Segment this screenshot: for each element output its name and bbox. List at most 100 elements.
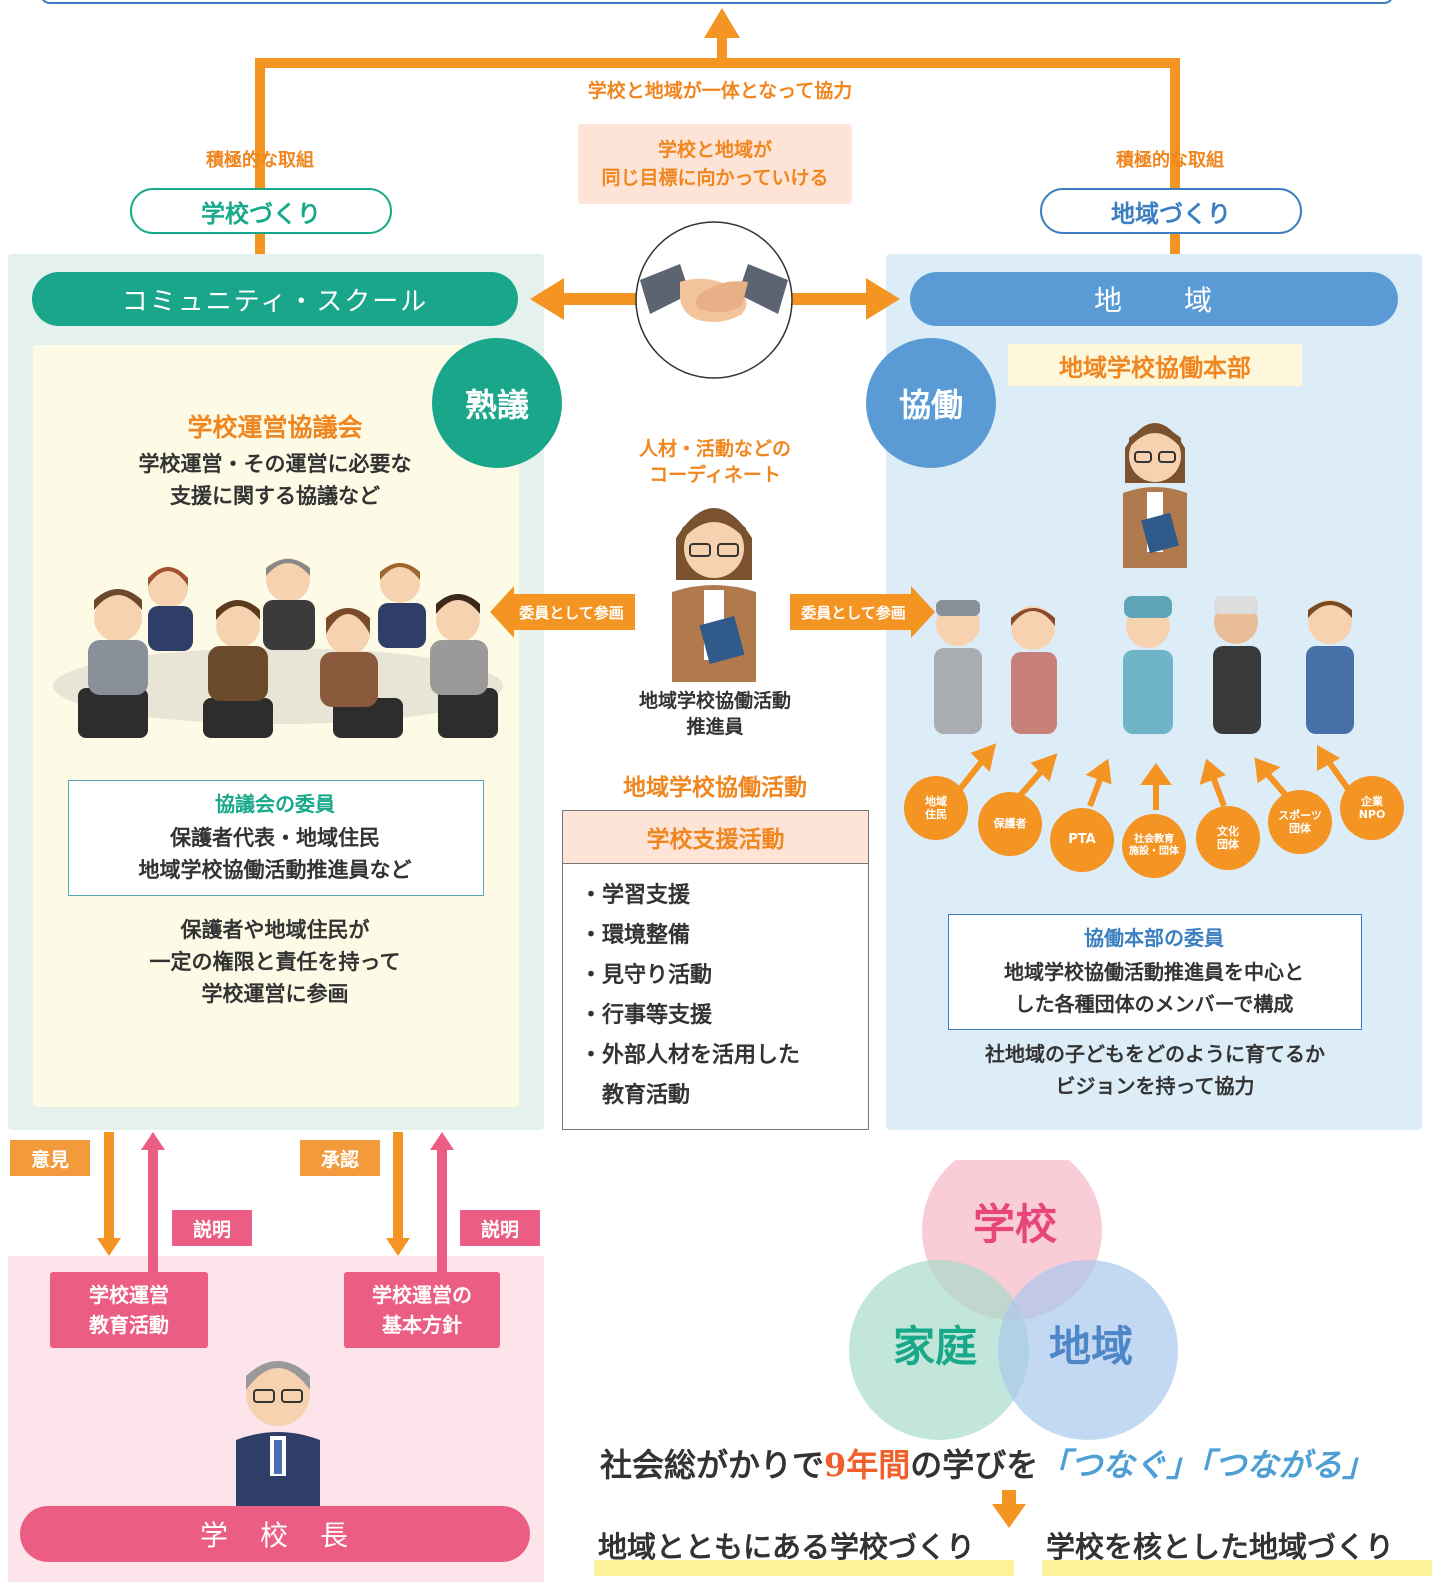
council-members-line2: 地域学校協働活動推進員など bbox=[138, 858, 412, 882]
participate-left-head bbox=[490, 586, 514, 638]
left-bottom-line3: 学校運営に参画 bbox=[201, 982, 349, 1006]
principal-label: 学 校 長 bbox=[20, 1506, 530, 1562]
community-making-pill: 地域づくり bbox=[1040, 188, 1302, 234]
slogan-connect: 「つなぐ」「つながる」 bbox=[1038, 1446, 1375, 1484]
right-connector-low bbox=[1170, 228, 1180, 256]
council-members-title: 協議会の委員 bbox=[215, 792, 335, 816]
explain2-arrow-head bbox=[430, 1132, 454, 1150]
community-school-header: コミュニティ・スクール bbox=[32, 272, 518, 326]
council-desc-line2: 支援に関する協議など bbox=[170, 484, 380, 508]
support-item: 教育活動 bbox=[580, 1083, 691, 1108]
hq-members-box bbox=[948, 914, 1362, 1030]
left-bottom-line2: 一定の権限と責任を持って bbox=[149, 950, 401, 974]
group-pta: PTA bbox=[1050, 808, 1114, 872]
support-item: ・環境整備 bbox=[580, 923, 691, 948]
slogan-part3: の学びを bbox=[910, 1446, 1039, 1484]
participate-right-arrow: 委員として参画 bbox=[790, 586, 935, 638]
opinion-arrow bbox=[104, 1132, 114, 1242]
promoter-illustration bbox=[672, 508, 756, 682]
left-connector-low bbox=[255, 228, 265, 256]
slogan-years: 9年間 bbox=[824, 1446, 911, 1484]
group-residents: 地域 住民 bbox=[904, 776, 968, 840]
activity-title: 地域学校協働活動 bbox=[623, 775, 807, 801]
up-arrow-head bbox=[704, 8, 740, 38]
approve-arrow-head bbox=[386, 1238, 410, 1256]
collaboration-badge: 協働 bbox=[866, 338, 996, 468]
right-active-label: 積極的な取組 bbox=[1116, 150, 1224, 171]
left-bottom-line1: 保護者や地域住民が bbox=[180, 918, 370, 942]
right-bottom-line2: ビジョンを持って協力 bbox=[1055, 1074, 1255, 1098]
hq-members-line2: した各種団体のメンバーで構成 bbox=[1014, 992, 1294, 1016]
basic-policy-line1: 学校運営の bbox=[372, 1283, 472, 1307]
group-culture: 文化 団体 bbox=[1196, 806, 1260, 870]
support-item: ・行事等支援 bbox=[580, 1003, 713, 1028]
principal-illustration bbox=[236, 1361, 320, 1514]
participate-right-body bbox=[790, 594, 913, 630]
explain1-arrow-head bbox=[141, 1132, 165, 1150]
slogan-left: 地域とともにある学校づくり bbox=[598, 1530, 976, 1564]
venn-community: 地域 bbox=[1048, 1322, 1133, 1371]
participate-left-label: 委員として参画 bbox=[519, 603, 624, 622]
right-connector bbox=[1170, 58, 1180, 190]
coordinate-line2: コーディネート bbox=[649, 464, 781, 486]
support-list: ・学習支援 ・環境整備 ・見守り活動 ・行事等支援 ・外部人材を活用した 教育活… bbox=[580, 876, 860, 1116]
approve-arrow bbox=[393, 1132, 403, 1242]
top-banner-edge bbox=[40, 0, 1394, 4]
deliberation-badge: 熟議 bbox=[432, 338, 562, 468]
council-title: 学校運営協議会 bbox=[187, 413, 363, 442]
school-operation-line1: 学校運営 bbox=[89, 1283, 169, 1307]
same-goal-line1: 学校と地域が bbox=[657, 138, 772, 161]
school-operation-box: 学校運営 教育活動 bbox=[50, 1272, 208, 1348]
basic-policy-line2: 基本方針 bbox=[382, 1313, 462, 1337]
school-making-pill: 学校づくり bbox=[130, 188, 392, 234]
participate-right-head bbox=[911, 586, 935, 638]
explain2-tag: 説明 bbox=[460, 1210, 540, 1246]
explain1-tag: 説明 bbox=[172, 1210, 252, 1246]
group-companies: 企業 NPO bbox=[1340, 776, 1404, 840]
support-item: ・学習支援 bbox=[580, 883, 691, 908]
participate-left-body bbox=[512, 594, 635, 630]
support-title: 学校支援活動 bbox=[563, 811, 868, 864]
council-members-box bbox=[68, 780, 484, 896]
same-goal-box: 学校と地域が 同じ目標に向かっていける bbox=[578, 124, 852, 204]
slogan-part1: 社会総がかりで bbox=[600, 1446, 825, 1484]
community-header: 地 域 bbox=[910, 272, 1398, 326]
hq-coordinator-illustration bbox=[1123, 423, 1187, 568]
cooperate-label: 学校と地域が一体となって協力 bbox=[587, 80, 853, 102]
venn-school: 学校 bbox=[972, 1200, 1057, 1249]
slogan-right: 学校を核とした地域づくり bbox=[1046, 1530, 1395, 1564]
support-item: ・見守り活動 bbox=[580, 963, 713, 988]
venn-diagram bbox=[849, 1160, 1178, 1440]
promoter-line1: 地域学校協働活動 bbox=[638, 690, 791, 712]
explain2-arrow bbox=[437, 1148, 447, 1272]
council-desc-line1: 学校運営・その運営に必要な bbox=[138, 452, 412, 476]
community-groups-illustration bbox=[934, 596, 1354, 734]
hq-title: 地域学校協働本部 bbox=[1008, 344, 1302, 386]
right-bottom-line1: 社地域の子どもをどのように育てるか bbox=[985, 1042, 1325, 1066]
promoter-line2: 推進員 bbox=[686, 716, 744, 738]
support-item: ・外部人材を活用した bbox=[580, 1043, 801, 1068]
right-arrow-head bbox=[866, 278, 900, 320]
handshake-icon bbox=[635, 221, 793, 379]
participate-right-label: 委員として参画 bbox=[801, 603, 906, 622]
participate-left-arrow: 委員として参画 bbox=[490, 586, 635, 638]
hq-members-line1: 地域学校協働活動推進員を中心と bbox=[1004, 960, 1304, 984]
group-guardians: 保護者 bbox=[978, 792, 1042, 856]
hq-members-title: 協働本部の委員 bbox=[1084, 926, 1224, 950]
venn-family: 家庭 bbox=[892, 1322, 977, 1371]
group-sports: スポーツ 団体 bbox=[1268, 790, 1332, 854]
slogan: 社会総がかりで9年間の学びを「つなぐ」「つながる」 bbox=[600, 1440, 1430, 1486]
school-operation-line2: 教育活動 bbox=[89, 1313, 169, 1337]
slogan-right-underline bbox=[1042, 1560, 1432, 1576]
basic-policy-box: 学校運営の 基本方針 bbox=[344, 1272, 500, 1348]
slogan-down-arrow bbox=[1002, 1490, 1016, 1506]
opinion-tag: 意見 bbox=[10, 1140, 90, 1176]
same-goal-line2: 同じ目標に向かっていける bbox=[601, 167, 829, 189]
slogan-down-arrow-head bbox=[992, 1504, 1026, 1528]
opinion-arrow-head bbox=[97, 1238, 121, 1256]
up-arrow-stem bbox=[717, 36, 727, 64]
left-connector bbox=[255, 58, 265, 190]
slogan-left-underline bbox=[594, 1560, 1014, 1576]
left-active-label: 積極的な取組 bbox=[206, 150, 314, 171]
left-arrow-head bbox=[530, 278, 564, 320]
